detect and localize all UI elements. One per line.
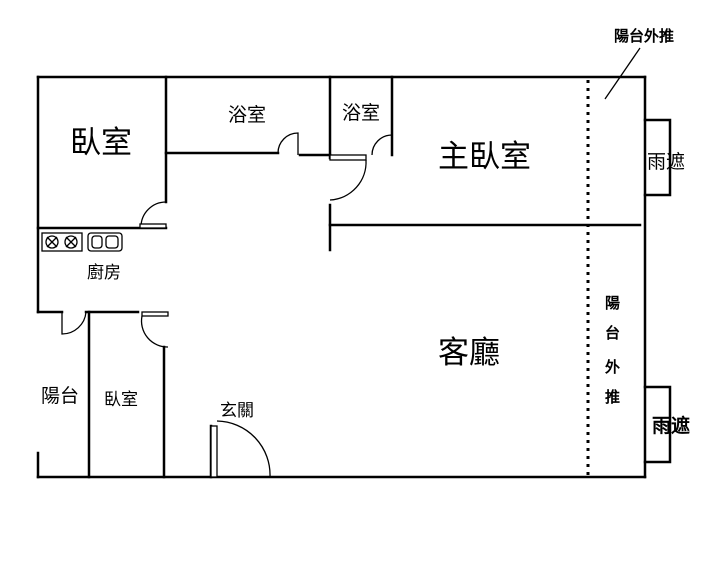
bathroom-1-label: 浴室 [228,104,266,126]
living-room-label: 客廳 [438,335,500,370]
balcony-extend-top-label: 陽台外推 [614,27,674,45]
entrance-label: 玄關 [220,401,254,420]
awning-top [643,118,672,197]
outer-walls [36,75,647,479]
awning-top-label: 雨遮 [647,151,685,173]
master-bedroom-label: 主臥室 [438,139,531,174]
balcony-left-label: 陽台 [41,385,79,407]
balcony-extend-char: 外 [604,358,620,376]
balcony-extend-char: 陽 [605,295,620,312]
bedroom-top-left-label: 臥室 [70,125,132,160]
kitchen-stove-icon [41,232,83,252]
kitchen-label: 廚房 [87,262,121,282]
balcony-extend-char: 台 [605,324,620,342]
awning-bottom-label: 雨遮 [652,414,690,437]
kitchen-sink-icon [87,232,123,252]
bathroom-2-label: 浴室 [342,102,380,124]
balcony-extend-vertical-label: 陽 台 外 推 [604,295,620,406]
bedroom-bottom-label: 臥室 [104,390,138,409]
doors [61,132,393,478]
balcony-extend-char: 推 [605,388,620,406]
awning-bottom [643,385,672,464]
pointer-line [604,47,641,100]
